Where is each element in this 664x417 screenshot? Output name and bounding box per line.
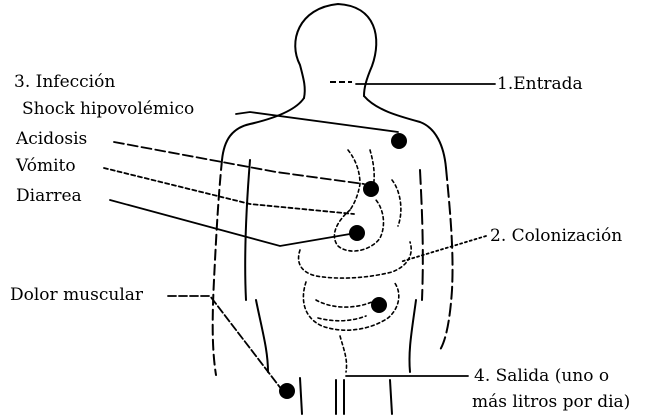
label-entry: 1.Entrada: [497, 74, 583, 94]
label-exit-line2: más litros por dia): [472, 392, 630, 412]
label-exit-line1: 4. Salida (uno o: [474, 366, 609, 386]
leader-vomit: [104, 168, 354, 214]
marker-acidosis: [363, 181, 379, 197]
marker-colon: [371, 297, 387, 313]
leader-lines: [104, 84, 495, 390]
body-outline: [213, 4, 453, 414]
label-acidosis: Acidosis: [16, 129, 87, 149]
leader-colonization: [400, 236, 486, 262]
markers: [279, 133, 407, 399]
label-vomit: Vómito: [16, 156, 76, 176]
marker-muscle: [279, 383, 295, 399]
leader-acidosis: [114, 142, 364, 184]
marker-diarrhea: [349, 225, 365, 241]
marker-shock: [391, 133, 407, 149]
label-muscle-pain: Dolor muscular: [10, 285, 143, 305]
label-shock: Shock hipovolémico: [22, 99, 194, 119]
leader-diarrhea: [110, 200, 350, 246]
label-diarrhea: Diarrea: [16, 186, 82, 206]
label-colonization: 2. Colonización: [490, 226, 622, 246]
label-infection: 3. Infección: [14, 72, 115, 92]
